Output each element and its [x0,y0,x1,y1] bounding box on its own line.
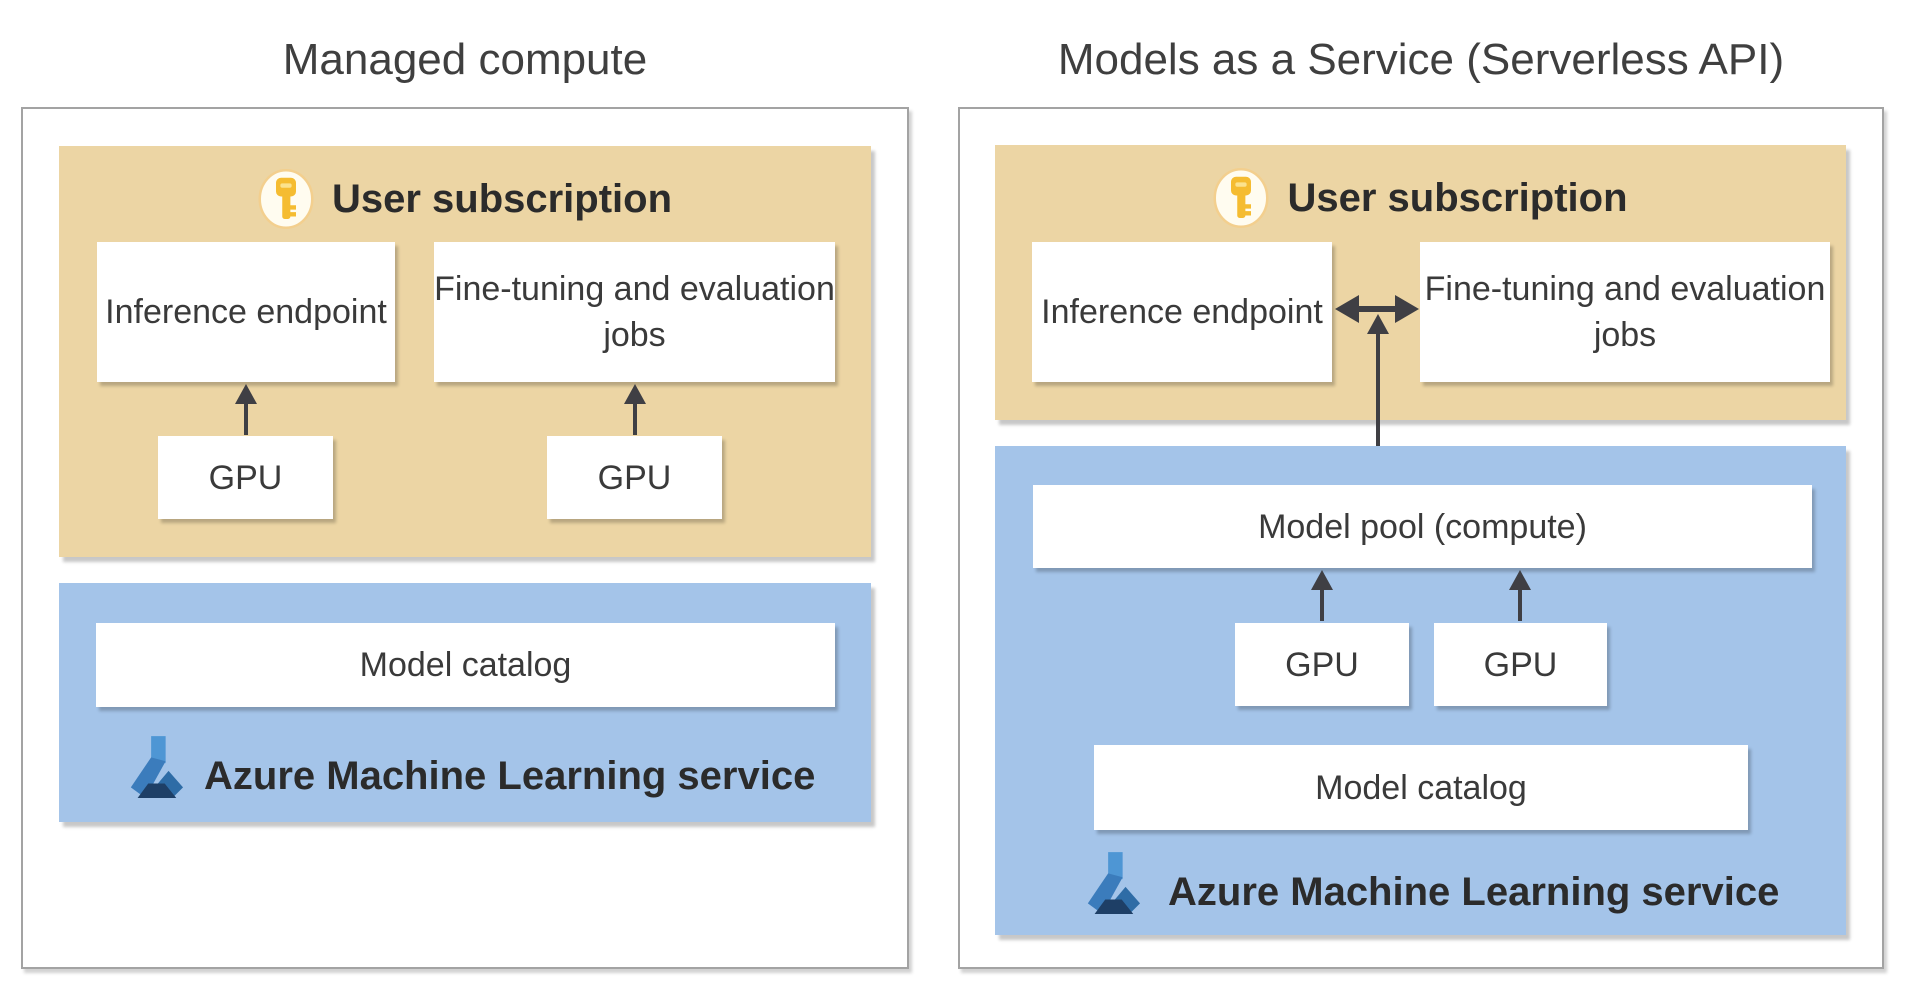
arrow-model-pool-to-endpoints [1367,314,1389,485]
left-inference-endpoint-box: Inference endpoint [97,242,395,382]
right-gpu-box-1: GPU [1235,623,1409,706]
arrow-gpu1-to-model-pool [1311,570,1333,621]
left-gpu-box-1: GPU [158,436,333,519]
azure-ml-icon [126,736,184,800]
right-subscription-label: User subscription [1287,175,1628,220]
left-subscription-header: User subscription [59,158,871,240]
left-azure-ml-service-label: Azure Machine Learning service [204,754,816,798]
left-gpu-label-2: GPU [597,458,672,497]
right-gpu-label-1: GPU [1285,645,1359,684]
left-panel-title: Managed compute [282,35,648,84]
right-inference-endpoint-label: Inference endpoint [1041,293,1323,331]
right-subscription-header: User subscription [995,157,1846,239]
right-gpu-box-2: GPU [1434,623,1607,706]
right-model-catalog-label: Model catalog [1315,768,1527,807]
left-model-catalog-label: Model catalog [359,646,572,684]
left-finetune-jobs-label: Fine-tuning and evaluation jobs [434,270,835,354]
left-gpu-box-2: GPU [547,436,722,519]
arrow-gpu-to-inference-left [235,384,257,435]
azure-ml-icon [1083,852,1141,916]
right-model-pool-label: Model pool (compute) [1258,507,1587,546]
key-icon [1213,168,1269,228]
right-gpu-label-2: GPU [1483,645,1558,684]
right-panel-title: Models as a Service (Serverless API) [1057,35,1785,84]
arrow-inference-finetune-bidirectional [1335,295,1419,323]
right-model-catalog-box: Model catalog [1094,745,1748,830]
right-inference-endpoint-box: Inference endpoint [1032,242,1332,382]
left-inference-endpoint-label: Inference endpoint [105,293,387,331]
key-icon [258,169,314,229]
left-subscription-label: User subscription [331,176,673,221]
right-finetune-jobs-label: Fine-tuning and evaluation jobs [1424,270,1826,354]
right-finetune-jobs-box: Fine-tuning and evaluation jobs [1420,242,1830,382]
left-gpu-label-1: GPU [208,458,283,497]
right-model-pool-box: Model pool (compute) [1033,485,1812,568]
left-finetune-jobs-box: Fine-tuning and evaluation jobs [434,242,835,382]
right-azure-ml-service-label: Azure Machine Learning service [1168,870,1780,914]
left-model-catalog-box: Model catalog [96,623,835,707]
arrow-gpu-to-finetune-left [624,384,646,435]
arrow-gpu2-to-model-pool [1509,570,1531,621]
